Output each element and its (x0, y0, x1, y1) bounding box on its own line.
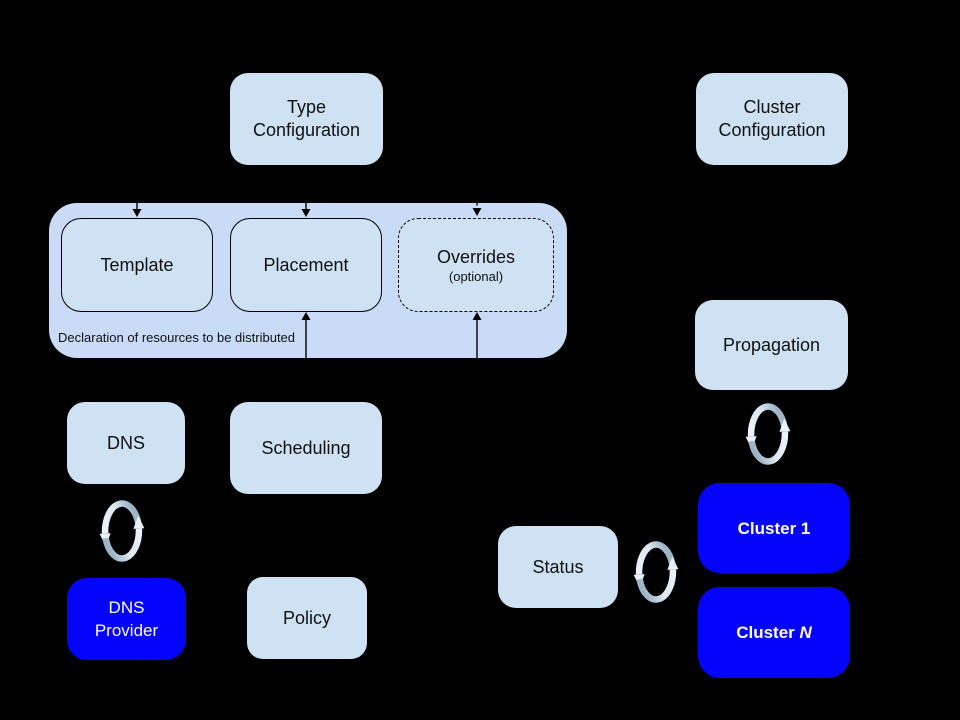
node-label: Status (532, 556, 584, 577)
node-label: Overrides (436, 246, 516, 267)
node-label: Propagation (722, 334, 821, 355)
node-dns: DNS (67, 402, 185, 484)
node-status: Status (498, 526, 618, 608)
sync-arrows-icon (745, 403, 791, 465)
node-overrides: Overrides (optional) (398, 218, 554, 312)
node-label: Cluster N (736, 623, 812, 642)
node-label: Cluster 1 (737, 518, 811, 538)
sync-arrows-icon (633, 541, 679, 603)
node-scheduling: Scheduling (230, 402, 382, 494)
node-cluster-configuration: Cluster Configuration (696, 73, 848, 165)
node-sublabel: (optional) (448, 268, 504, 284)
node-propagation: Propagation (695, 300, 848, 390)
node-label: Placement (263, 254, 349, 275)
node-label: DNS (106, 432, 145, 453)
node-cluster-1: Cluster 1 (698, 483, 850, 573)
cluster-n-variable: N (799, 623, 812, 642)
node-label: DNS Provider (94, 598, 159, 640)
node-policy: Policy (247, 577, 367, 659)
container-caption: Declaration of resources to be distribut… (58, 330, 296, 345)
node-label: Scheduling (261, 437, 351, 458)
node-cluster-n: Cluster N (698, 587, 850, 678)
sync-arrows-icon (99, 500, 145, 562)
node-label: Policy (282, 607, 331, 628)
node-label: Type Configuration (252, 97, 361, 140)
node-template: Template (61, 218, 213, 312)
node-label: Template (100, 254, 174, 275)
node-label: Cluster Configuration (718, 97, 826, 140)
node-dns-provider: DNS Provider (67, 578, 186, 660)
node-type-configuration: Type Configuration (230, 73, 383, 165)
node-placement: Placement (230, 218, 382, 312)
